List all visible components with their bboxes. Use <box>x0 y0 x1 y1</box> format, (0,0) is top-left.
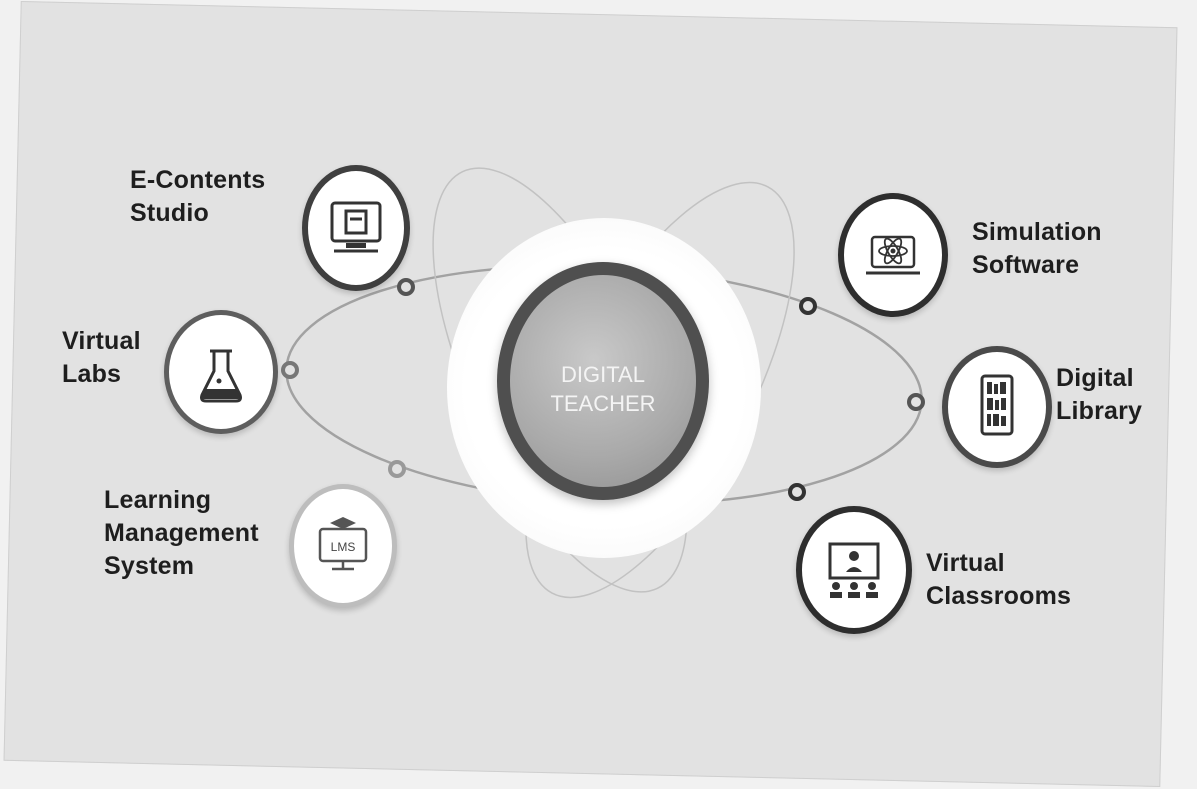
connector-dot <box>388 460 406 478</box>
lms-label: Learning Management System <box>104 486 259 580</box>
digital-library-label: Digital Library <box>1056 364 1143 425</box>
bookshelf-tablet-icon <box>980 374 1014 436</box>
connector-dot <box>397 278 415 296</box>
classroom-board-icon <box>828 542 880 598</box>
center-title: DIGITAL TEACHER <box>510 361 696 418</box>
virtual-classrooms-label: Virtual Classrooms <box>926 549 1072 610</box>
connector-dot <box>907 393 925 411</box>
monitor-icon <box>330 201 382 253</box>
center-title-line1: DIGITAL <box>561 362 645 387</box>
digital-library-node <box>942 346 1052 468</box>
virtual-classrooms-node <box>796 506 912 634</box>
econtents-node <box>302 165 410 291</box>
center-hub: DIGITAL TEACHER <box>497 262 709 500</box>
connector-dot <box>281 361 299 379</box>
flask-icon <box>200 349 242 403</box>
center-title-line2: TEACHER <box>550 390 656 416</box>
lms-icon: LMS <box>318 517 368 571</box>
svg-text:LMS: LMS <box>331 540 356 554</box>
simulation-node <box>838 193 948 317</box>
connector-dot <box>788 483 806 501</box>
virtual-labs-node <box>164 310 278 434</box>
connector-dot <box>799 297 817 315</box>
econtents-label: E-Contents Studio <box>130 166 266 227</box>
atom-laptop-icon <box>866 235 920 275</box>
simulation-label: Simulation Software <box>972 218 1102 279</box>
lms-node: LMS <box>289 484 397 608</box>
virtual-labs-label: Virtual Labs <box>62 327 141 388</box>
